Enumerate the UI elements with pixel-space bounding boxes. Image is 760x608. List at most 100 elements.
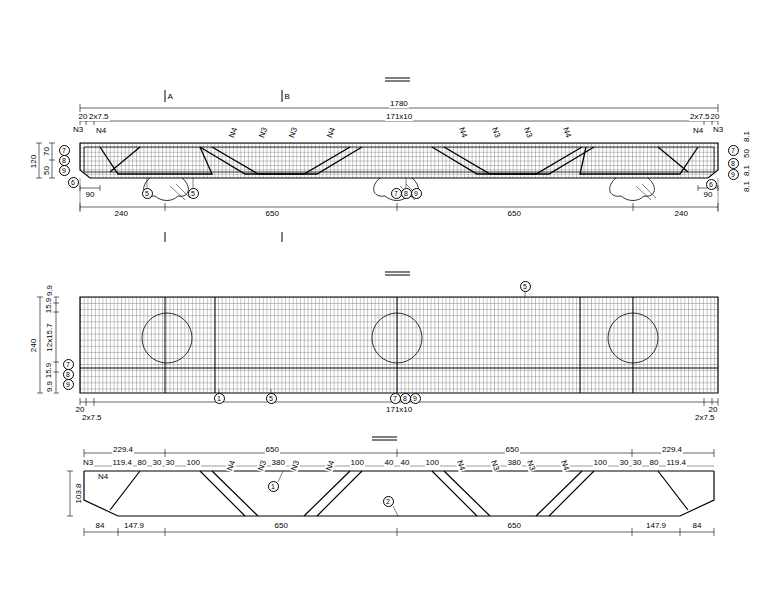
- dimension-label: 240: [674, 209, 689, 218]
- callout-number: 8: [400, 393, 411, 404]
- callout-number: 9: [411, 188, 422, 199]
- dimension-label: 20: [710, 112, 721, 121]
- dimension-label: 12x15.7: [45, 322, 54, 352]
- bar-mark: N4: [559, 458, 572, 473]
- callout-number: 9: [410, 393, 421, 404]
- dimension-label: 8.1: [742, 163, 751, 176]
- bar-mark: A: [167, 92, 174, 101]
- dimension-label: 15.9: [44, 361, 53, 379]
- bar-mark: N3: [287, 125, 300, 140]
- dimension-label: 650: [274, 521, 289, 530]
- dimension-label: 2x7.5: [81, 413, 103, 422]
- callout-number: 5: [142, 188, 153, 199]
- callout-number: 7: [728, 145, 739, 156]
- dimension-label: 147.9: [123, 521, 145, 530]
- dimension-label: 40: [384, 458, 395, 467]
- dimension-label: 147.9: [645, 521, 667, 530]
- bar-mark: B: [284, 92, 291, 101]
- bar-mark: N3: [712, 125, 724, 134]
- callout-number: 8: [59, 155, 70, 166]
- callout-number: 6: [706, 179, 717, 190]
- dimension-label: 9.9: [45, 283, 54, 296]
- bar-mark: N4: [455, 458, 468, 473]
- callout-number: 5: [520, 281, 531, 292]
- bar-mark: N3: [489, 458, 502, 473]
- dimension-label: 90: [703, 190, 714, 199]
- dimension-label: 100: [186, 458, 201, 467]
- dimension-label: 2x7.5: [694, 413, 716, 422]
- dimension-label: 650: [265, 445, 280, 454]
- dimension-label: 100: [350, 458, 365, 467]
- callout-number: 7: [390, 393, 401, 404]
- dimension-label: 30: [632, 458, 643, 467]
- bar-mark: N4: [97, 472, 109, 481]
- callout-number: 9: [63, 379, 74, 390]
- callout-number: 1: [268, 481, 279, 492]
- dimension-label: 229.4: [661, 445, 683, 454]
- bar-mark: N4: [227, 125, 240, 140]
- bar-mark: N4: [225, 458, 238, 473]
- dimension-label: 30: [619, 458, 630, 467]
- callout-number: 5: [188, 188, 199, 199]
- dimension-label: 100: [425, 458, 440, 467]
- callout-number: 8: [63, 369, 74, 380]
- dimension-label: 100: [593, 458, 608, 467]
- dimension-label: 650: [507, 521, 522, 530]
- callout-number: 6: [68, 177, 79, 188]
- dimension-label: 40: [400, 458, 411, 467]
- dimension-label: 240: [114, 209, 129, 218]
- callout-number: 7: [63, 359, 74, 370]
- dimension-label: 240: [29, 337, 38, 352]
- dimension-label: 380: [271, 458, 286, 467]
- dimension-label: 650: [265, 209, 280, 218]
- dimension-label: 650: [505, 445, 520, 454]
- bar-mark: N4: [457, 125, 470, 140]
- dimension-label: 90: [85, 190, 96, 199]
- dimension-label: 2x7.5: [689, 112, 711, 121]
- bar-mark: N3: [257, 125, 270, 140]
- dimension-label: 120: [29, 153, 38, 168]
- dimension-label: 103.8: [74, 482, 83, 504]
- dimension-label: 119.4: [112, 458, 133, 467]
- dimension-label: 84: [692, 521, 703, 530]
- bar-mark: N4: [561, 125, 574, 140]
- callout-number: 7: [59, 145, 70, 156]
- dimension-label: 80: [649, 458, 660, 467]
- dimension-label: 30: [165, 458, 176, 467]
- dimension-label: 171x10: [385, 112, 413, 121]
- bar-mark: N3: [490, 125, 503, 140]
- bar-mark: N4: [692, 126, 704, 135]
- dimension-label: 119.4: [666, 458, 687, 467]
- dimension-label: 8.1: [742, 179, 751, 192]
- callout-number: 5: [266, 393, 277, 404]
- callout-number: 8: [401, 188, 412, 199]
- bar-mark: N3: [72, 125, 84, 134]
- callout-number: 2: [383, 496, 394, 507]
- dimension-label: 50: [741, 148, 750, 159]
- callout-number: 9: [59, 165, 70, 176]
- bar-mark: N4: [325, 125, 338, 140]
- dimension-label: 80: [137, 458, 148, 467]
- bar-mark: N3: [289, 458, 302, 473]
- callout-number: 7: [391, 188, 402, 199]
- dimension-label: 70: [41, 146, 50, 157]
- bar-mark: N3: [82, 458, 94, 467]
- bar-mark: N4: [324, 458, 337, 473]
- dimension-label: 84: [95, 521, 106, 530]
- dimension-label: 15.9: [44, 296, 53, 314]
- dimension-label: 9.9: [45, 379, 54, 392]
- dimension-label: 380: [507, 458, 522, 467]
- dimension-label: 229.4: [112, 445, 134, 454]
- callout-number: 1: [214, 393, 225, 404]
- dimension-label: 20: [78, 112, 89, 121]
- bar-mark: N3: [525, 458, 538, 473]
- dimension-label: 1780: [389, 99, 409, 108]
- dimension-label: 650: [507, 209, 522, 218]
- dimension-label: 8.1: [742, 129, 751, 142]
- bar-mark: N3: [522, 125, 535, 140]
- dimension-label: 30: [152, 458, 163, 467]
- callout-number: 8: [728, 158, 739, 169]
- callout-number: 9: [728, 169, 739, 180]
- bar-mark: N4: [95, 126, 107, 135]
